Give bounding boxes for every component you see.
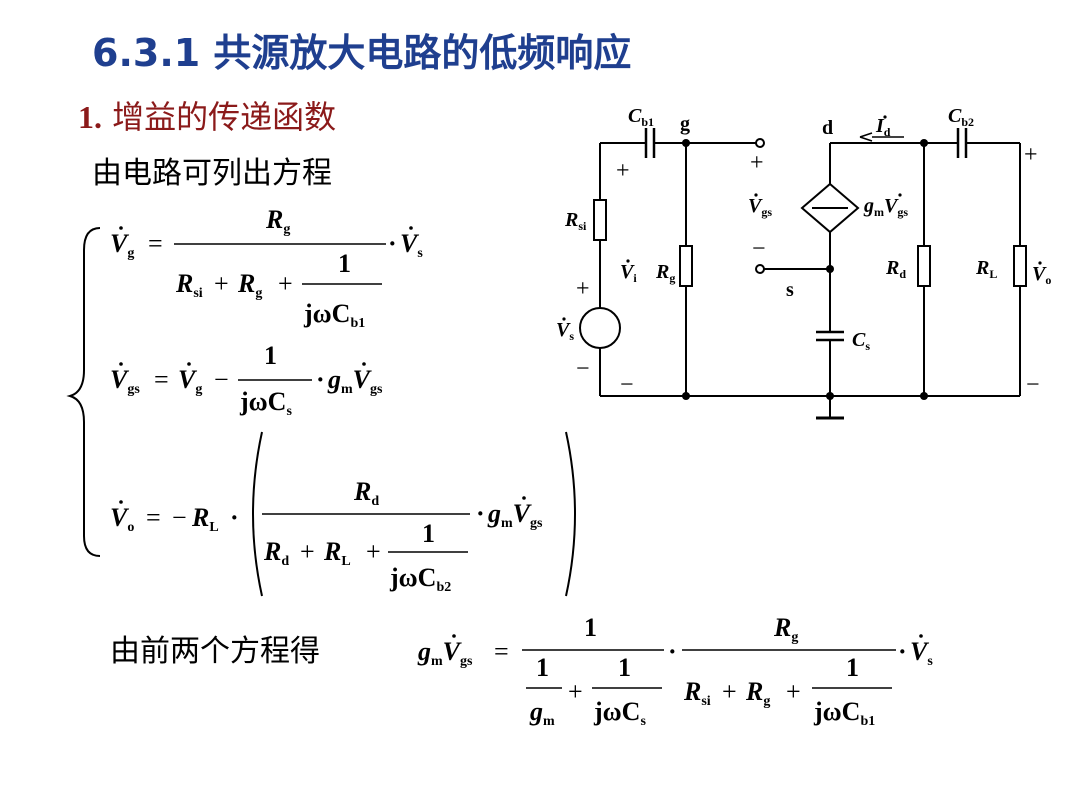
- id-label: Id: [875, 115, 891, 139]
- svg-text:Vs: Vs: [400, 229, 423, 261]
- plus-output: +: [1024, 142, 1038, 168]
- rd-label: Rd: [885, 257, 906, 281]
- svg-text:Rg: Rg: [237, 269, 262, 301]
- minus-vgs: −: [752, 236, 766, 262]
- svg-text:Rd: Rd: [353, 477, 379, 509]
- svg-text:1: 1: [846, 653, 859, 682]
- svg-text:Rg: Rg: [745, 677, 770, 709]
- svg-text:jωCb1: jωCb1: [813, 697, 875, 729]
- equation-3: Vo = − RL · Rd Rd + RL + 1 jωCb2 · gmVgs: [110, 431, 576, 597]
- cb2-label: Cb2: [948, 105, 974, 129]
- derive-text: 由前两个方程得: [110, 634, 320, 669]
- svg-text:Rg: Rg: [773, 613, 798, 645]
- svg-text:1: 1: [536, 653, 549, 682]
- rl-label: RL: [975, 257, 997, 281]
- g-node-label: g: [680, 113, 690, 135]
- rg-label: Rg: [655, 261, 675, 285]
- minus-input: −: [620, 372, 634, 398]
- svg-text:jωCb1: jωCb1: [303, 299, 365, 331]
- gm-source-label: gmVgs: [863, 195, 908, 219]
- svg-text:Vgs: Vgs: [110, 365, 140, 397]
- svg-text:1: 1: [264, 341, 277, 370]
- d-node-label: d: [822, 117, 833, 139]
- svg-text:RL: RL: [191, 503, 219, 535]
- svg-text:·: ·: [388, 229, 397, 258]
- svg-text:·: ·: [898, 637, 907, 666]
- svg-text:1: 1: [422, 519, 435, 548]
- equation-2: Vgs = Vg − 1 jωCs · gmVgs: [110, 341, 383, 419]
- svg-text:gmVgs: gmVgs: [417, 637, 473, 669]
- svg-text:−: −: [214, 365, 229, 394]
- svg-text:·: ·: [316, 365, 325, 394]
- svg-text:gmVgs: gmVgs: [487, 499, 543, 531]
- svg-text:·: ·: [230, 503, 239, 532]
- svg-text:jωCs: jωCs: [593, 697, 646, 729]
- svg-text:·: ·: [668, 637, 677, 666]
- equation-4: gmVgs = 1 1 gm + 1 jωCs · Rg Rsi + Rg + …: [417, 613, 933, 729]
- vgs-label: Vgs: [748, 195, 772, 219]
- equation-1: Vg = Rg Rsi + Rg + 1 jωCb1 · Vs: [110, 205, 423, 331]
- svg-text:+: +: [300, 537, 315, 566]
- vs-label: Vs: [556, 319, 574, 343]
- svg-text:gm: gm: [529, 697, 555, 729]
- svg-text:1: 1: [618, 653, 631, 682]
- svg-text:Rsi: Rsi: [175, 269, 203, 301]
- intro-text: 由电路可列出方程: [92, 156, 332, 191]
- section-number: 1.: [78, 99, 102, 135]
- svg-text:gmVgs: gmVgs: [327, 365, 383, 397]
- svg-text:=: =: [494, 637, 509, 666]
- svg-text:Rsi: Rsi: [683, 677, 711, 709]
- plus-vgs: +: [750, 150, 764, 176]
- svg-text:jωCb2: jωCb2: [389, 563, 451, 595]
- rsi-label: Rsi: [564, 209, 587, 233]
- svg-text:=: =: [154, 365, 169, 394]
- s-node-label: s: [786, 279, 794, 301]
- vo-label: Vo: [1032, 263, 1051, 287]
- plus-input: +: [616, 158, 630, 184]
- vi-label: Vi: [620, 261, 637, 285]
- svg-text:+: +: [214, 269, 229, 298]
- svg-text:RL: RL: [323, 537, 351, 569]
- svg-text:=: =: [146, 503, 161, 532]
- svg-text:+: +: [278, 269, 293, 298]
- svg-text:Vs: Vs: [910, 637, 933, 669]
- plus-vs: +: [576, 276, 590, 302]
- svg-text:+: +: [568, 677, 583, 706]
- minus-vs: −: [576, 356, 590, 382]
- svg-text:1: 1: [584, 613, 597, 642]
- slide-title: 6.3.1 共源放大电路的低频响应: [92, 31, 632, 75]
- svg-text:1: 1: [338, 249, 351, 278]
- section-title: 增益的传递函数: [112, 98, 337, 136]
- cs-label: Cs: [852, 329, 870, 353]
- svg-text:jωCs: jωCs: [239, 387, 292, 419]
- cb1-label: Cb1: [628, 105, 654, 129]
- svg-text:·: ·: [476, 499, 485, 528]
- minus-output: −: [1026, 372, 1040, 398]
- svg-text:=: =: [148, 229, 163, 258]
- section-heading: 1. 增益的传递函数: [78, 92, 336, 138]
- svg-text:Rg: Rg: [265, 205, 290, 237]
- svg-text:Vo: Vo: [110, 503, 134, 535]
- svg-text:+: +: [722, 677, 737, 706]
- svg-text:−: −: [172, 503, 187, 532]
- svg-text:+: +: [366, 537, 381, 566]
- svg-text:Vg: Vg: [178, 365, 202, 397]
- svg-text:Rd: Rd: [263, 537, 289, 569]
- svg-text:+: +: [786, 677, 801, 706]
- svg-text:Vg: Vg: [110, 229, 134, 261]
